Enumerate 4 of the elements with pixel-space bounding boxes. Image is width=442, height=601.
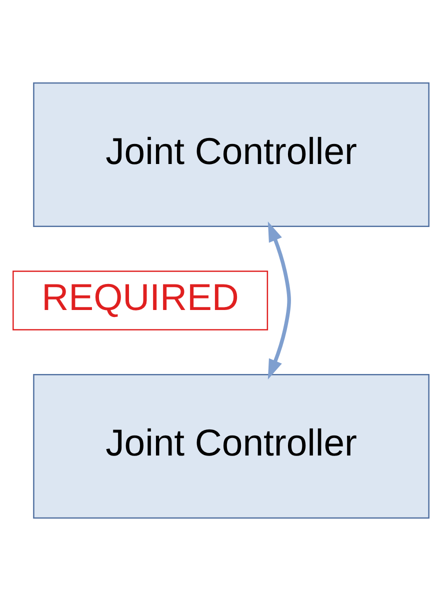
arrow [268,222,291,380]
node-box: REQUIRED [12,270,268,330]
node-box: Joint Controller [33,374,430,519]
node-box: Joint Controller [33,82,430,227]
